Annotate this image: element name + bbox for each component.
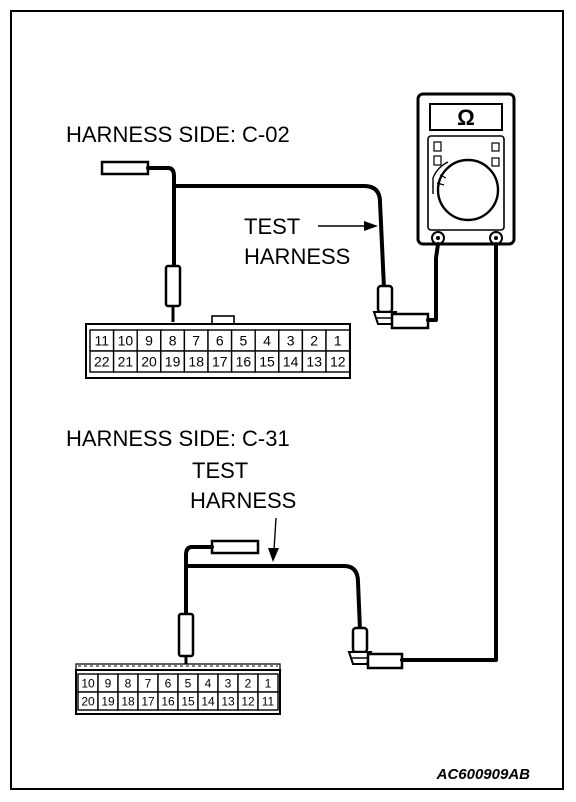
- test-harness-2-label-line2: HARNESS: [190, 488, 296, 513]
- ohm-symbol: Ω: [457, 105, 475, 130]
- connector_c31-pin-label: 17: [141, 694, 155, 708]
- connector_c02-pin-label: 4: [263, 333, 271, 349]
- connector_c02-pin-label: 17: [212, 354, 228, 370]
- connector_c31-pin-label: 15: [181, 694, 195, 708]
- connector_c31-pin-label: 6: [165, 676, 172, 690]
- connector_c31-pin-label: 1: [265, 676, 272, 690]
- ohmmeter-icon: Ω: [416, 92, 516, 246]
- connector_c02-pin-label: 6: [216, 333, 224, 349]
- connector_c31-pin-label: 3: [225, 676, 232, 690]
- connector_c02-pin-label: 16: [236, 354, 252, 370]
- leader-arrow-2: [268, 517, 279, 562]
- probe-pin-c02: [164, 264, 182, 308]
- connector_c02-pin-label: 8: [169, 333, 177, 349]
- connector_c31-pin-label: 18: [121, 694, 135, 708]
- connector_c02-pin-label: 7: [192, 333, 200, 349]
- connector_c31-cavity: [257, 691, 279, 711]
- connector_c02-cavity: [325, 350, 351, 373]
- leader-arrow-1: [318, 221, 378, 231]
- connector_c31-pin-label: 9: [105, 676, 112, 690]
- connector_c02-pin-label: 22: [94, 354, 110, 370]
- connector_c31-pin-label: 16: [161, 694, 175, 708]
- connector_c31-pin-label: 10: [81, 676, 95, 690]
- test-harness-2-label-line1: TEST: [192, 458, 248, 483]
- connector_c31-pin-label: 20: [81, 694, 95, 708]
- connector_c31-pin-label: 13: [221, 694, 235, 708]
- connector_c31-pin-label: 4: [205, 676, 212, 690]
- connector_c02-pin-label: 10: [118, 333, 134, 349]
- connector_c02-pin-label: 5: [240, 333, 248, 349]
- c31-harness-title: HARNESS SIDE: C-31: [66, 426, 290, 451]
- connector_c31-pin-label: 19: [101, 694, 115, 708]
- connector_c31-pin-label: 12: [241, 694, 255, 708]
- connector_c02-pin-label: 12: [330, 354, 346, 370]
- connector_c02-pin-label: 18: [188, 354, 204, 370]
- figure-frame: [10, 10, 564, 790]
- figure-code: AC600909AB: [436, 766, 531, 783]
- connector_c31-pin-label: 7: [145, 676, 152, 690]
- c02-harness-title: HARNESS SIDE: C-02: [66, 122, 290, 147]
- connector_c02-pin-label: 13: [306, 354, 322, 370]
- connector_c02-pin-label: 15: [259, 354, 275, 370]
- connector_c31-pin-label: 2: [245, 676, 252, 690]
- test-harness-1-label-line1: TEST: [244, 214, 300, 239]
- probe-pin-c31: [177, 612, 195, 658]
- connector_c02-pin-label: 1: [334, 333, 342, 349]
- connector_c02-pin-label: 11: [95, 333, 110, 349]
- connector_c02-pin-label: 9: [145, 333, 153, 349]
- connector_c02-pin-label: 3: [287, 333, 295, 349]
- test-harness-c31: [177, 242, 498, 672]
- connector_c02-pin-label: 21: [118, 354, 134, 370]
- test-harness-c02: [100, 160, 440, 330]
- connector_c31-pin-label: 5: [185, 676, 192, 690]
- connector_c02-pin-label: 2: [310, 333, 318, 349]
- connector_c02-pin-label: 20: [141, 354, 157, 370]
- selector-dial: [436, 158, 500, 222]
- connector_c02-pin-label: 14: [283, 354, 299, 370]
- test-harness-1-label-line2: HARNESS: [244, 244, 350, 269]
- connector_c31-pin-label: 14: [201, 694, 215, 708]
- connector_c31-pin-label: 11: [262, 694, 275, 708]
- connector_c02-pin-label: 19: [165, 354, 181, 370]
- connector_c31-pin-label: 8: [125, 676, 132, 690]
